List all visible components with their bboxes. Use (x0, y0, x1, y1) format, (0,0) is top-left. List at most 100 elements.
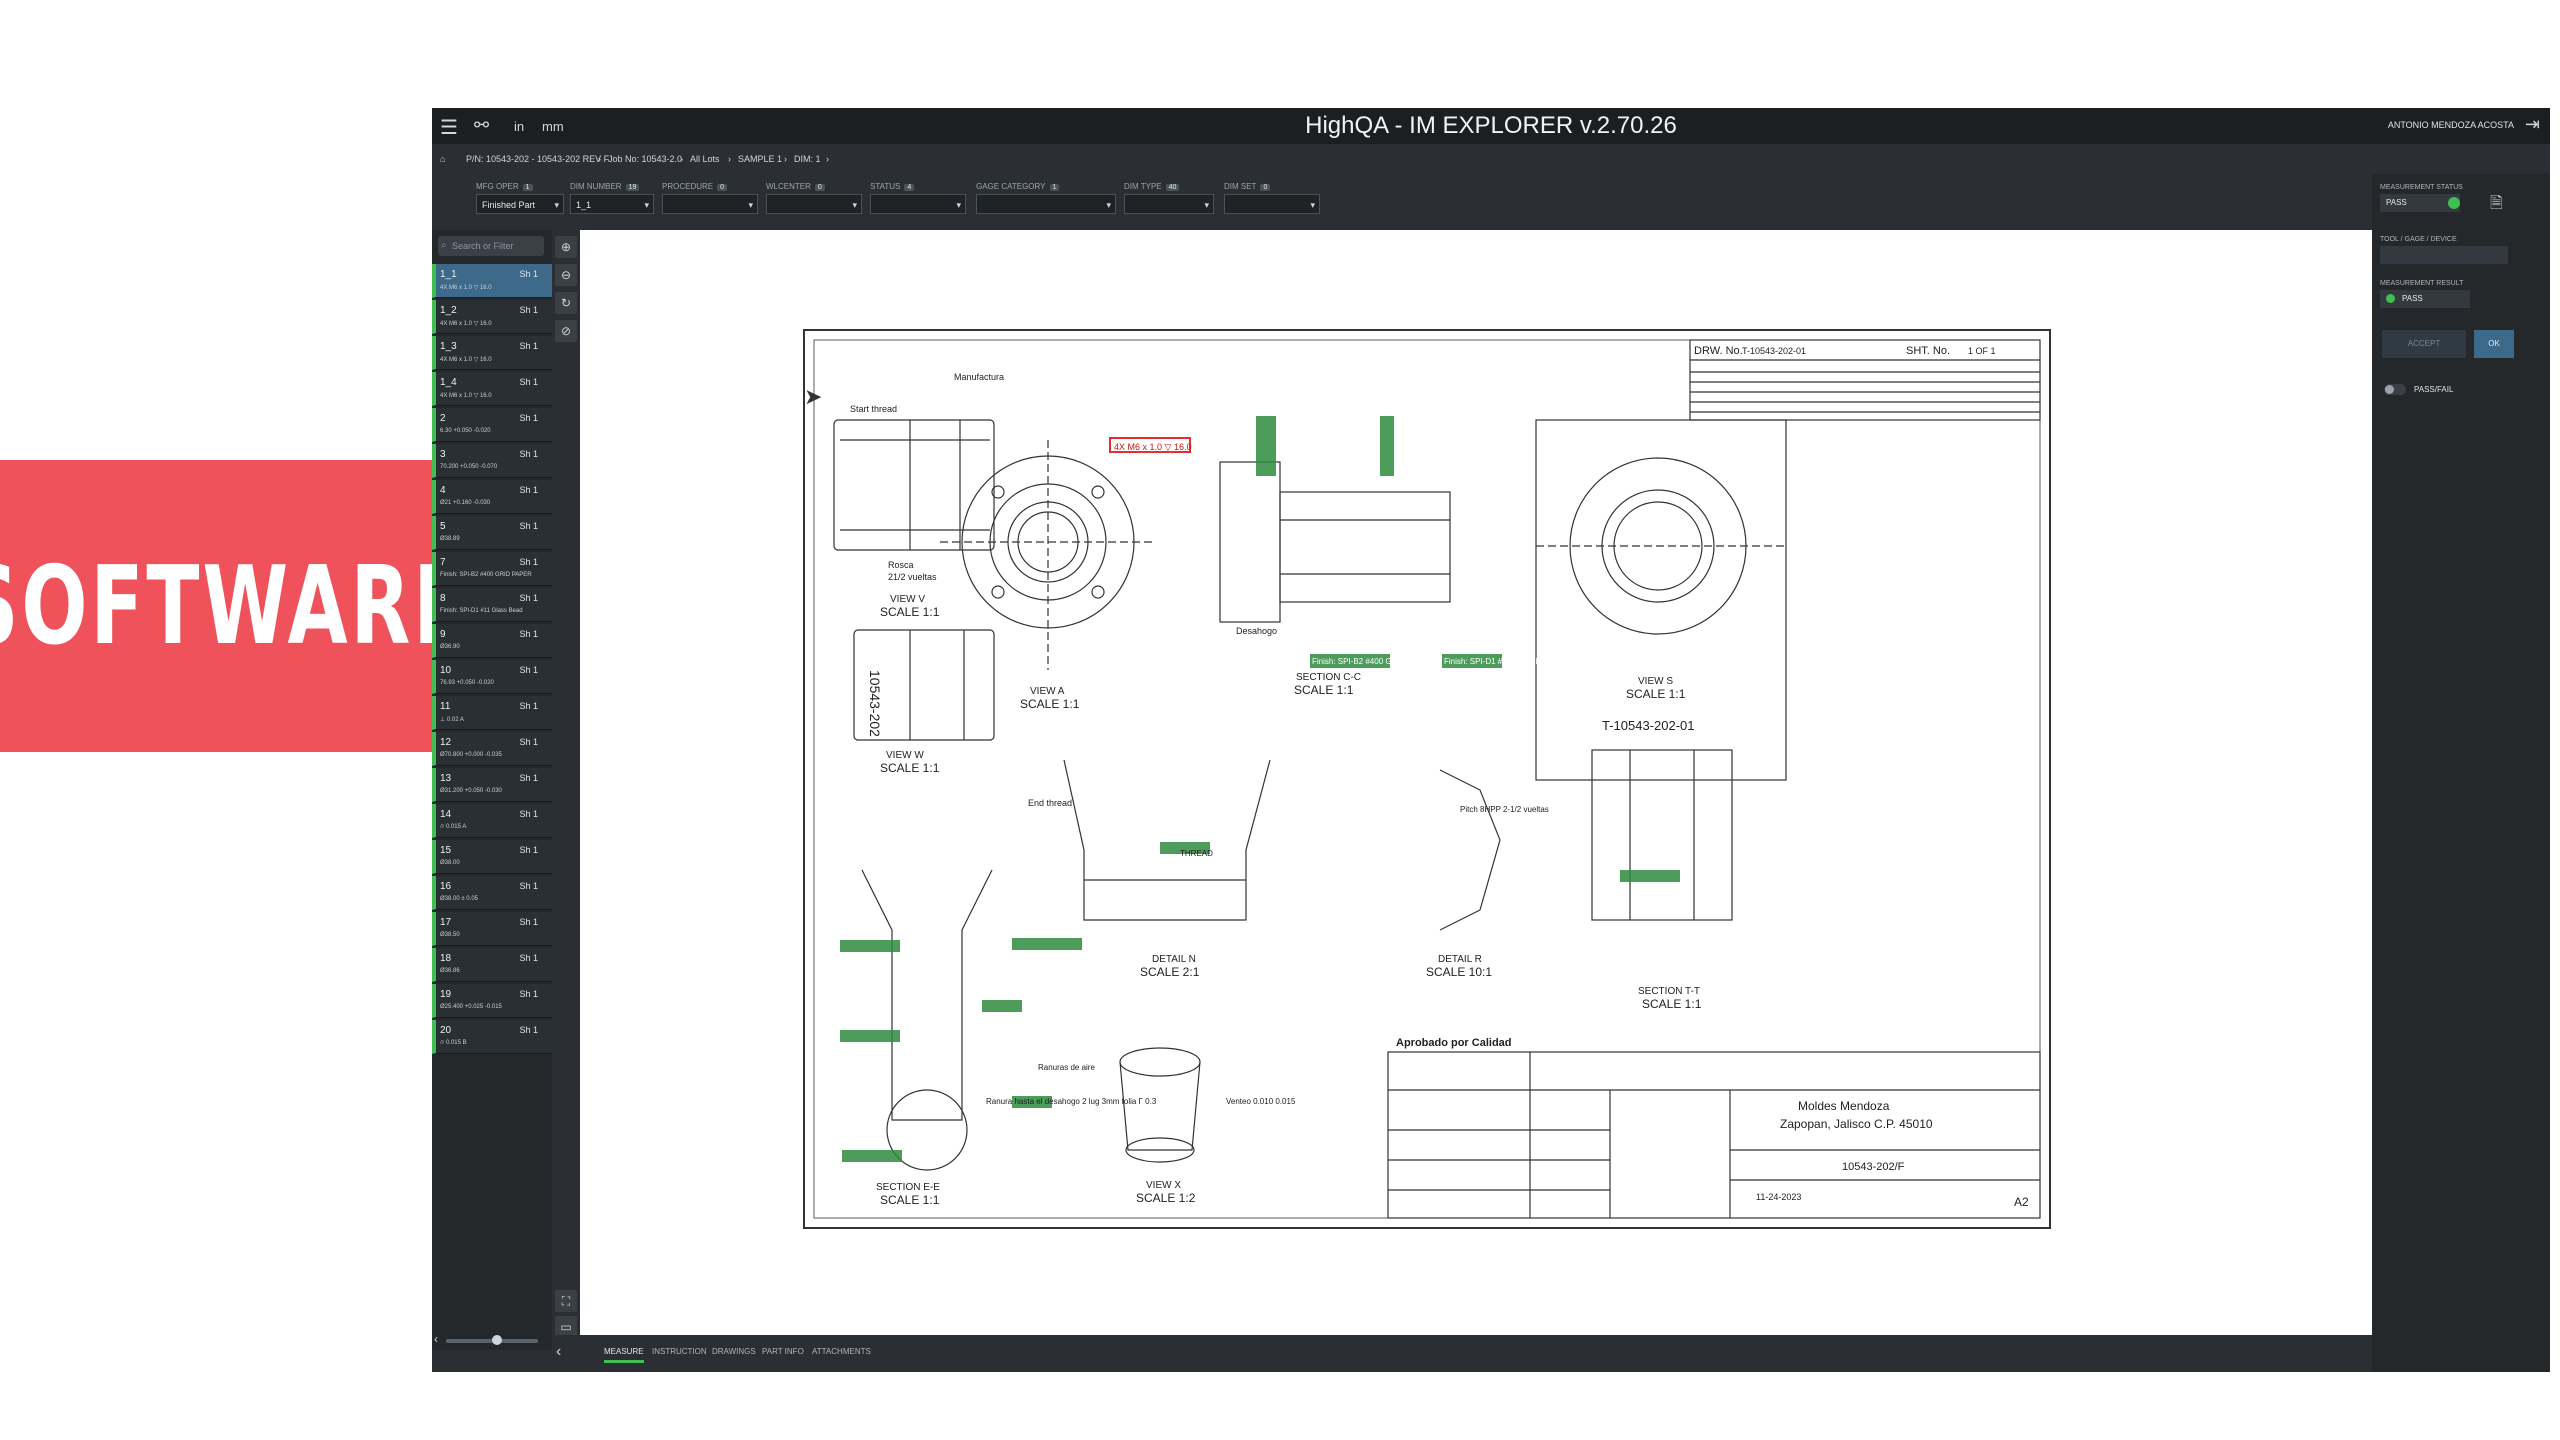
unit-mm-toggle[interactable]: mm (542, 119, 564, 134)
finish-1-note: Finish: SPI-B2 #400 GRID PAPER (1312, 657, 1434, 666)
tab-attachments[interactable]: ATTACHMENTS (812, 1347, 871, 1356)
wlcenter-select[interactable] (766, 194, 862, 215)
breadcrumb: ⌂ P/N: 10543-202 - 10543-202 REV F › Job… (432, 144, 2482, 174)
dim-type-select[interactable] (1124, 194, 1214, 215)
status-select[interactable] (870, 194, 966, 215)
reset-view-icon[interactable]: ⊘ (555, 320, 577, 342)
tab-part-info[interactable]: PART INFO (762, 1347, 804, 1356)
dimension-desc: 4X M6 x 1.0 ▽ 16.0 (440, 285, 492, 291)
gage-category-select[interactable] (976, 194, 1116, 215)
dim-set-select[interactable] (1224, 194, 1320, 215)
tab-instruction[interactable]: INSTRUCTION (652, 1347, 707, 1356)
breadcrumb-item-sample[interactable]: SAMPLE 1 (738, 154, 783, 164)
dimension-desc: Ø21 +0.160 -0.030 (440, 500, 491, 506)
end-thread-note: End thread (1028, 798, 1072, 808)
measurement-result-field[interactable]: PASS (2380, 290, 2470, 308)
dimension-sheet: Sh 1 (519, 773, 538, 783)
breadcrumb-item-job[interactable]: Job No: 10543-2.0 (608, 154, 683, 164)
pitch-note: Pitch 8HPP 2-1/2 vueltas (1460, 805, 1549, 814)
dimension-sheet: Sh 1 (519, 557, 538, 567)
pass-fail-toggle[interactable] (2384, 384, 2406, 395)
desahogo-note: Desahogo (1236, 626, 1277, 636)
measurement-status-select[interactable]: PASS (2380, 194, 2460, 212)
dimension-desc: Ø38.50 (440, 932, 460, 938)
breadcrumb-item-pn[interactable]: P/N: 10543-202 - 10543-202 REV F (466, 154, 610, 164)
section-tt-scale: SCALE 1:1 (1642, 997, 1702, 1011)
zoom-out-icon[interactable]: ⊖ (555, 264, 577, 286)
app-title: HighQA - IM EXPLORER v.2.70.26 (1305, 112, 1677, 139)
breadcrumb-item-dim[interactable]: DIM: 1 (794, 154, 821, 164)
measurement-status-label: MEASUREMENT STATUS (2380, 184, 2463, 191)
home-icon[interactable]: ⌂ (440, 154, 446, 164)
tab-drawings[interactable]: DRAWINGS (712, 1347, 756, 1356)
section-ee-scale: SCALE 1:1 (880, 1193, 940, 1207)
accept-button[interactable]: ACCEPT (2382, 330, 2466, 358)
dimension-id: 1_4 (440, 377, 457, 388)
scroll-left-icon[interactable]: ‹ (434, 1332, 438, 1346)
mfg-oper-select[interactable]: Finished Part (476, 194, 564, 215)
image-view-icon[interactable]: ▭ (555, 1316, 577, 1338)
scroll-thumb[interactable] (492, 1335, 502, 1345)
detail-r-scale: SCALE 10:1 (1426, 965, 1492, 979)
collapse-icon[interactable]: ‹ (556, 1343, 562, 1360)
dimension-desc: Ø38.00 (440, 860, 460, 866)
mouse-cursor-icon: ➤ (804, 384, 823, 409)
report-icon[interactable]: 🗎 (2490, 195, 2503, 212)
dimension-sheet: Sh 1 (519, 953, 538, 963)
ok-button[interactable]: OK (2474, 330, 2514, 358)
sidebar-scrollbar[interactable]: ‹ (432, 1330, 552, 1350)
link-icon[interactable]: ⚯ (474, 115, 490, 135)
dimension-desc: Ø38.89 (440, 536, 460, 542)
fit-screen-icon[interactable]: ⛶ (555, 1290, 577, 1312)
dimension-id: 1_3 (440, 341, 457, 352)
drawing-canvas[interactable]: ➤ (580, 230, 2372, 1335)
zoom-in-icon[interactable]: ⊕ (555, 236, 577, 258)
app-window: ☰ ⚯ in mm HighQA - IM EXPLORER v.2.70.26… (432, 108, 2550, 1372)
dimension-sheet: Sh 1 (519, 449, 538, 459)
dimension-id: 16 (440, 881, 452, 892)
dimension-desc: Finish: SPI-B2 #400 GRID PAPER (440, 572, 532, 578)
dimension-id: 19 (440, 989, 452, 1000)
logout-icon[interactable]: ⇥ (2524, 114, 2540, 134)
dimension-id: 13 (440, 773, 452, 784)
dimension-desc: Finish: SPI-D1 #11 Glass Bead (440, 608, 523, 614)
tool-gage-input[interactable] (2380, 246, 2508, 264)
menu-icon[interactable]: ☰ (440, 117, 458, 139)
tab-measure[interactable]: MEASURE (604, 1347, 644, 1363)
dim-number-select[interactable]: 1_1 (570, 194, 654, 215)
breadcrumb-item-lots[interactable]: All Lots (690, 154, 720, 164)
tool-gage-label: TOOL / GAGE / DEVICE (2380, 236, 2457, 243)
unit-in-toggle[interactable]: in (514, 119, 525, 134)
dimension-desc: 4X M6 x 1.0 ▽ 16.0 (440, 321, 492, 327)
search-input[interactable]: Search or Filter (438, 236, 544, 256)
procedure-select[interactable] (662, 194, 758, 215)
view-v-label: VIEW V (890, 594, 925, 605)
rotate-icon[interactable]: ↻ (555, 292, 577, 314)
